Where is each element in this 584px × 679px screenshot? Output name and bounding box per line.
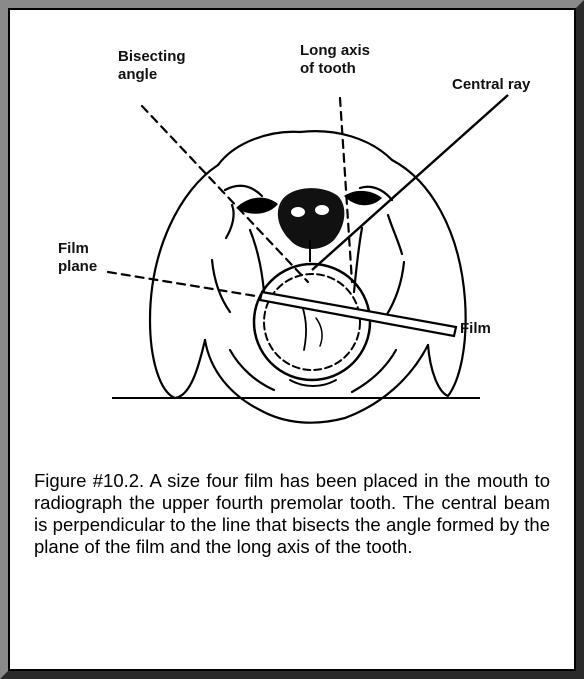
nose-shape: [278, 188, 345, 249]
central-ray-line: [312, 95, 508, 270]
dental-radiograph-diagram: [0, 0, 584, 460]
central-ray-label: Central ray: [452, 76, 530, 94]
left-nostril-shape: [291, 207, 305, 217]
long-axis-label: Long axis of tooth: [300, 42, 370, 78]
bisecting-angle-label: Bisecting angle: [118, 48, 186, 84]
figure-caption: Figure #10.2. A size four film has been …: [34, 470, 550, 558]
right-nostril-shape: [315, 205, 329, 215]
film-label: Film: [460, 320, 491, 338]
long-axis-line: [340, 98, 352, 282]
film-plane-label: Film plane: [58, 240, 97, 276]
film-bar: [260, 292, 456, 336]
right-eye-shape: [344, 191, 382, 205]
film-plane-line: [108, 272, 268, 298]
